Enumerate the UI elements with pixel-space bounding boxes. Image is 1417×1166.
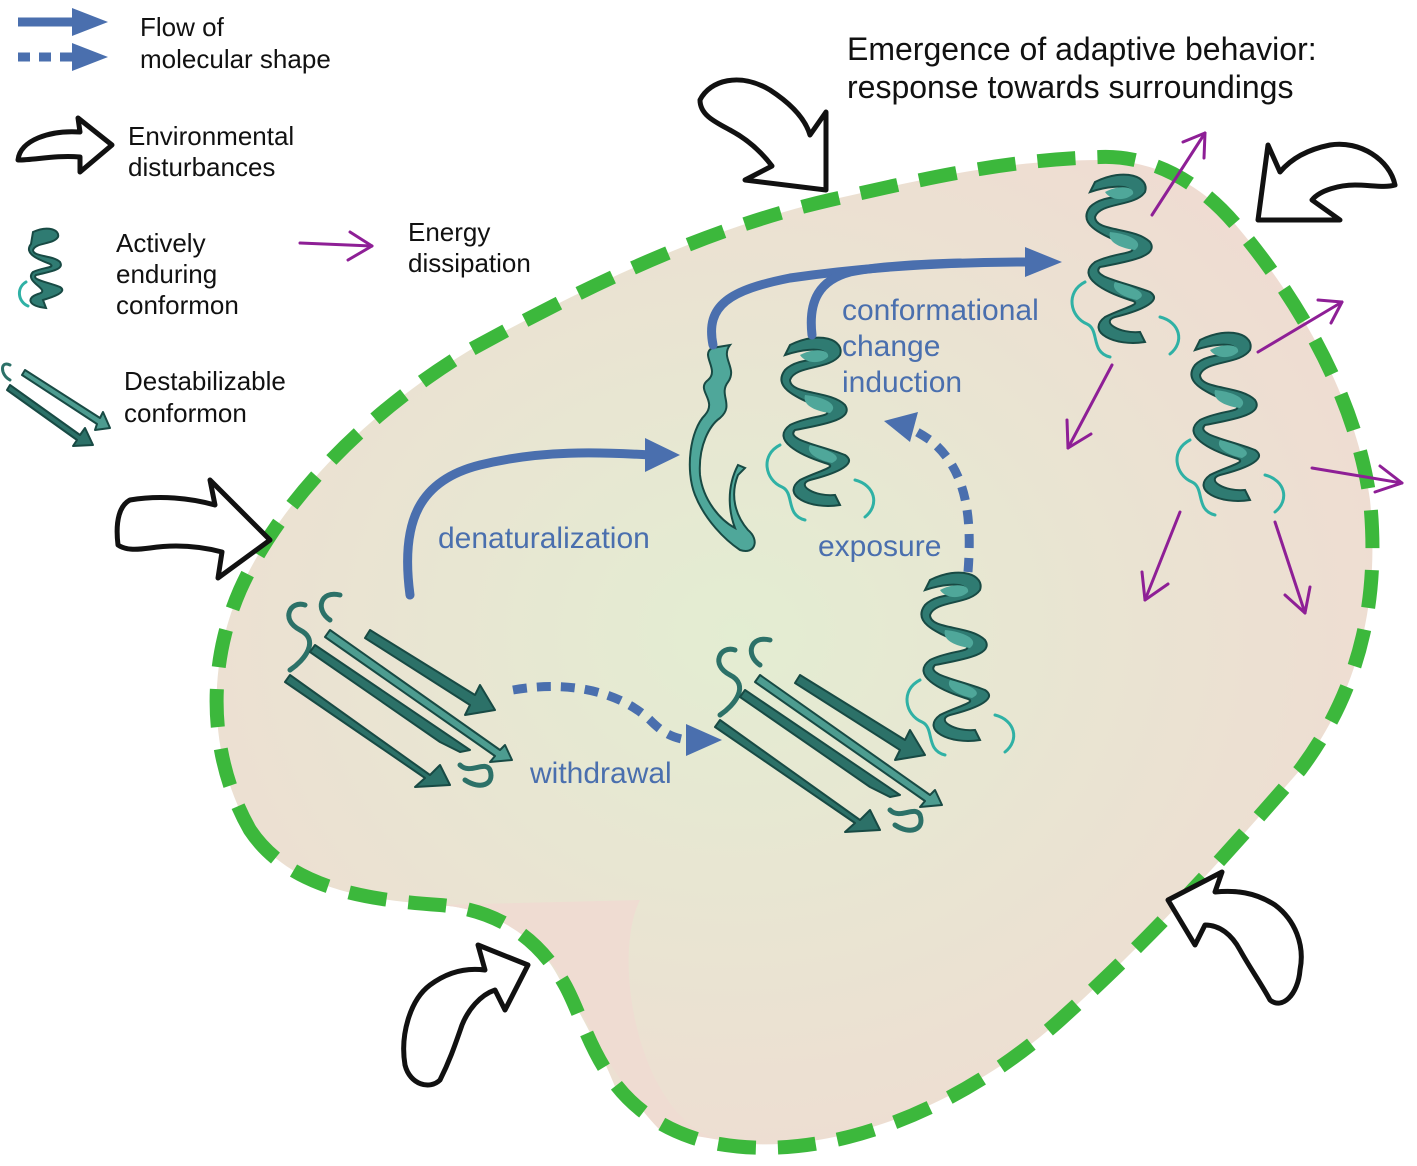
legend-destabilizable-label-1: Destabilizable (124, 366, 286, 396)
legend-helix-protein-icon (17, 227, 64, 310)
denatured-conformon (688, 343, 756, 552)
disturbance-arrow-left (114, 477, 273, 581)
legend-enduring-label-2: enduring (116, 259, 217, 289)
withdrawal-arrow (512, 682, 722, 756)
legend-flow-label-1: Flow of (140, 12, 225, 42)
energy-arrow-1 (1150, 131, 1207, 217)
disturbance-arrow-right (1255, 141, 1398, 223)
exposure-arrow (884, 412, 974, 573)
label-conformational-3: induction (842, 366, 962, 399)
legend-disturbance-arrow-icon (15, 115, 115, 175)
label-denaturalization: denaturalization (438, 522, 650, 555)
energy-arrow-2 (1256, 298, 1344, 354)
energy-arrow-4 (1065, 363, 1114, 450)
legend-enduring-label-3: conformon (116, 290, 239, 320)
disturbance-arrow-bottom-left (401, 942, 531, 1088)
legend-flow-dashed-arrow (18, 43, 108, 71)
label-conformational-1: conformational (842, 294, 1039, 327)
label-conformational-2: change (842, 330, 940, 363)
environment-region (216, 160, 1373, 1145)
energy-arrow-3 (1310, 464, 1404, 494)
disturbance-arrow-top (697, 77, 829, 193)
legend-energy-arrow-icon (298, 230, 374, 262)
denaturalization-arrow (403, 438, 680, 600)
energy-arrow-6 (1273, 520, 1312, 615)
legend-energy-label-2: dissipation (408, 248, 531, 278)
legend-disturbances-label-2: disturbances (128, 152, 275, 182)
legend-flow-solid-arrow (18, 8, 108, 36)
legend: Flow of molecular shape Environmental di… (1, 8, 531, 448)
title-line-1: Emergence of adaptive behavior: (847, 31, 1317, 67)
energy-arrow-5 (1140, 510, 1182, 602)
label-withdrawal: withdrawal (529, 757, 672, 790)
legend-enduring-label-1: Actively (116, 228, 206, 258)
membrane-boundary (209, 149, 1380, 1155)
legend-flow-label-2: molecular shape (140, 44, 331, 74)
legend-destabilizable-label-2: conformon (124, 398, 247, 428)
label-exposure: exposure (818, 530, 941, 563)
region-fill-lobe (440, 900, 720, 1140)
title-line-2: response towards surroundings (847, 69, 1293, 105)
conformational-change-arrow-outer (707, 247, 1062, 350)
legend-sheet-protein-icon (1, 362, 112, 448)
conformational-change-arrow-inner (806, 258, 965, 340)
disturbance-arrow-bottom-right (1165, 869, 1304, 1006)
legend-energy-label-1: Energy (408, 217, 490, 247)
legend-disturbances-label-1: Environmental (128, 121, 294, 151)
